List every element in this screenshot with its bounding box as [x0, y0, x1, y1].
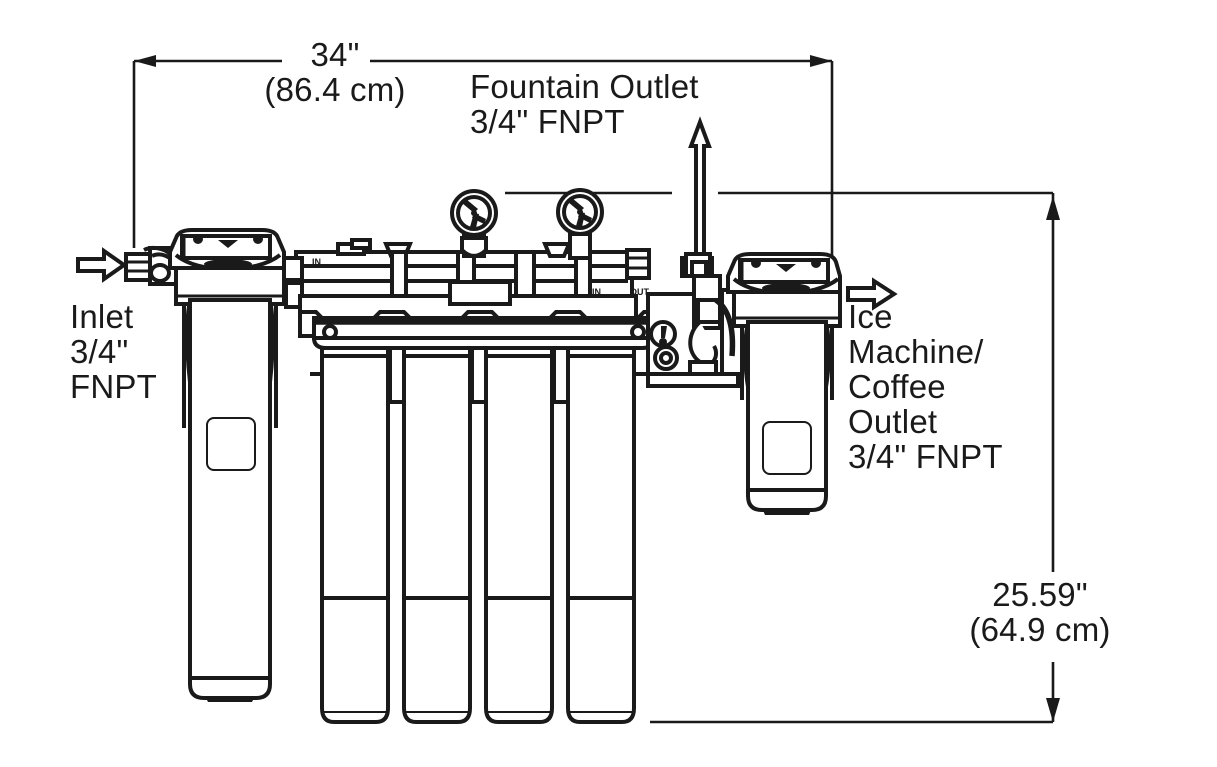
inlet-label: Inlet 3/4" FNPT: [70, 298, 157, 405]
cartridge-4: [566, 346, 636, 724]
manifold-in-marking: IN: [312, 257, 321, 267]
width-dimension-line: [132, 55, 834, 264]
manifold-in-marking-lower: IN: [592, 287, 601, 297]
arrow-right-icon: [810, 55, 832, 67]
postfilter-housing-right: [726, 252, 842, 515]
manifold-out-marking: OUT: [630, 287, 650, 297]
outlet-pressure-gauge: [556, 188, 604, 260]
inlet-fitting: [124, 245, 180, 286]
filter-cartridges: [310, 346, 650, 724]
ice-outlet-flow-arrow-icon: [846, 277, 898, 311]
ice-coffee-outlet-label: Ice Machine/ Coffee Outlet 3/4" FNPT: [848, 298, 1003, 475]
cartridge-2: [402, 346, 472, 724]
arrow-down-icon: [1046, 698, 1060, 722]
arrow-left-icon: [134, 55, 156, 67]
cartridge-3: [484, 346, 554, 724]
fountain-outlet-label: Fountain Outlet 3/4" FNPT: [470, 68, 699, 140]
blend-valve-assembly: [646, 252, 752, 388]
width-dimension-label: 34" (86.4 cm): [264, 36, 406, 108]
arrow-up-icon: [1046, 196, 1060, 220]
prefilter-label-panel: [206, 417, 256, 471]
filter-manifold: IN: [282, 188, 662, 350]
inlet-flow-arrow-icon: [76, 247, 128, 283]
height-dimension-line: [505, 191, 1060, 724]
cartridge-1: [320, 346, 390, 724]
inlet-pressure-gauge: [450, 189, 498, 258]
height-dimension-label: 25.59" (64.9 cm): [969, 576, 1111, 648]
postfilter-label-panel: [762, 421, 812, 475]
prefilter-housing-left: [124, 228, 286, 702]
fountain-outlet-flow-arrow-icon: [688, 116, 712, 264]
